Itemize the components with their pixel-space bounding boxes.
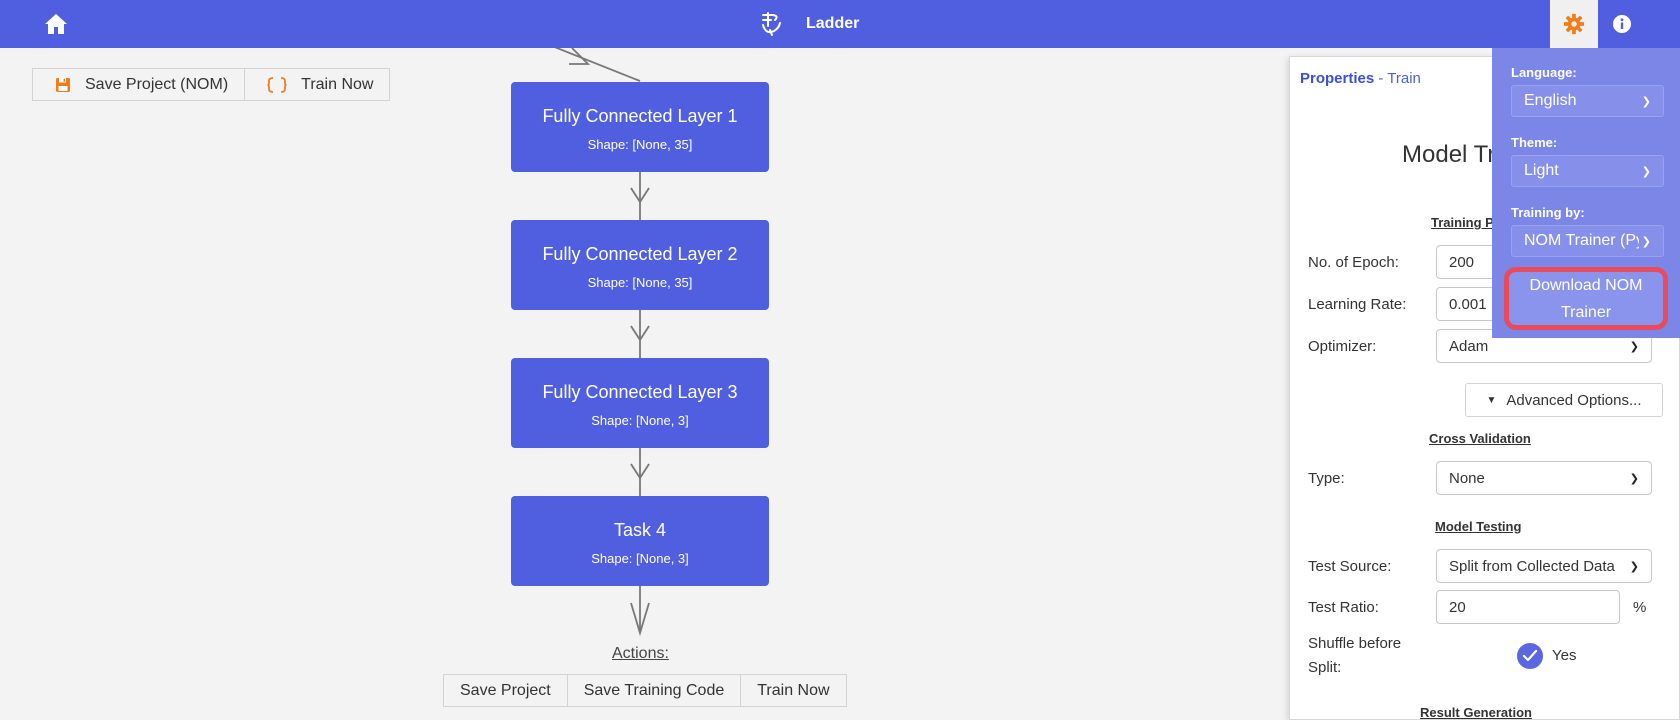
ladder-logo-icon [762, 12, 781, 36]
section-result-generation: Result Generation [1420, 705, 1532, 720]
chevron-down-icon: ❯ [1641, 95, 1651, 108]
section-model-testing: Model Testing [1435, 519, 1522, 534]
test-source-label: Test Source: [1308, 558, 1392, 575]
node-shape: Shape: [None, 35] [587, 275, 693, 290]
home-icon [45, 14, 67, 34]
settings-dropdown: Language: English ❯ Theme: Light ❯ Train… [1492, 48, 1680, 338]
shuffle-label-line-2: Split: [1308, 659, 1342, 676]
save-training-code-button[interactable]: Save Training Code [567, 674, 742, 707]
shuffle-label-line-1: Shuffle before [1308, 635, 1402, 652]
actions-label: Actions: [612, 645, 669, 662]
train-now-button[interactable]: Train Now [741, 674, 847, 707]
info-button[interactable] [1598, 0, 1646, 48]
training-by-select[interactable]: NOM Trainer (Python) ❯ [1511, 225, 1664, 257]
optimizer-label: Optimizer: [1308, 338, 1377, 355]
train-now-toolbar-button[interactable]: Train Now [245, 68, 391, 101]
properties-header-sublabel: Train [1387, 70, 1421, 87]
training-by-value: NOM Trainer (Python) [1524, 232, 1639, 249]
epoch-label: No. of Epoch: [1308, 254, 1399, 271]
top-bar: Ladder [0, 0, 1680, 48]
caret-down-icon: ▼ [1486, 394, 1497, 406]
language-select[interactable]: English ❯ [1511, 85, 1664, 117]
shuffle-value: Yes [1552, 647, 1577, 664]
edge-in-arrow [569, 48, 591, 65]
edge-in [554, 48, 641, 82]
theme-select[interactable]: Light ❯ [1511, 155, 1664, 187]
download-nom-trainer-button[interactable]: Download NOM Trainer [1504, 267, 1668, 330]
chevron-down-icon: ❯ [1629, 560, 1639, 573]
gear-icon [1563, 13, 1585, 35]
test-ratio-input[interactable]: 20 [1436, 590, 1620, 624]
code-braces-icon [267, 76, 287, 93]
save-project-button[interactable]: Save Project [443, 674, 568, 707]
save-project-nom-label: Save Project (NOM) [85, 75, 229, 93]
arrow-out [630, 602, 650, 637]
theme-label: Theme: [1511, 135, 1558, 150]
node-fully-connected-layer-1[interactable]: Fully Connected Layer 1 Shape: [None, 35… [511, 82, 769, 172]
test-ratio-unit: % [1633, 599, 1647, 616]
optimizer-value: Adam [1449, 337, 1489, 355]
home-button[interactable] [44, 13, 70, 35]
properties-header-label: Properties [1300, 70, 1375, 87]
test-ratio-label: Test Ratio: [1308, 599, 1379, 616]
section-cross-validation: Cross Validation [1429, 431, 1531, 446]
settings-button[interactable] [1550, 0, 1598, 48]
chevron-down-icon: ❯ [1629, 340, 1639, 353]
train-now-toolbar-label: Train Now [301, 75, 374, 93]
advanced-options-button[interactable]: ▼ Advanced Options... [1465, 383, 1663, 417]
chevron-down-icon: ❯ [1629, 472, 1639, 485]
test-source-select[interactable]: Split from Collected Data ❯ [1436, 549, 1652, 583]
app-title: Ladder [806, 15, 860, 32]
shuffle-checkbox[interactable] [1517, 643, 1543, 669]
arrow-1-2 [630, 187, 650, 204]
node-title: Task 4 [613, 520, 667, 540]
node-shape: Shape: [None, 3] [591, 413, 689, 428]
arrow-2-3 [630, 325, 650, 342]
save-project-nom-button[interactable]: Save Project (NOM) [32, 68, 246, 101]
node-title: Fully Connected Layer 1 [542, 106, 738, 126]
training-by-label: Training by: [1511, 205, 1585, 220]
brand: Ladder [760, 10, 859, 38]
node-fully-connected-layer-3[interactable]: Fully Connected Layer 3 Shape: [None, 3] [511, 358, 769, 448]
node-shape: Shape: [None, 35] [587, 137, 693, 152]
test-source-value: Split from Collected Data [1449, 557, 1615, 575]
floppy-disk-icon [55, 77, 71, 93]
node-title: Fully Connected Layer 2 [542, 244, 738, 264]
cv-type-label: Type: [1308, 470, 1345, 487]
actions-bar: Save Project Save Training Code Train No… [443, 674, 847, 707]
node-title: Fully Connected Layer 3 [542, 382, 738, 402]
cv-type-select[interactable]: None ❯ [1436, 461, 1652, 495]
checkmark-icon [1522, 649, 1538, 662]
learning-rate-label: Learning Rate: [1308, 296, 1407, 313]
properties-header: Properties - Train [1300, 70, 1421, 87]
toolbar: Save Project (NOM) Train Now [32, 68, 391, 101]
advanced-options-label: Advanced Options... [1506, 391, 1642, 409]
chevron-down-icon: ❯ [1641, 165, 1651, 178]
cv-type-value: None [1449, 469, 1485, 487]
node-shape: Shape: [None, 3] [591, 551, 689, 566]
language-value: English [1524, 92, 1577, 109]
chevron-down-icon: ❯ [1641, 235, 1651, 248]
node-fully-connected-layer-2[interactable]: Fully Connected Layer 2 Shape: [None, 35… [511, 220, 769, 310]
language-label: Language: [1511, 65, 1577, 80]
properties-header-separator: - [1378, 70, 1384, 87]
arrow-3-4 [630, 463, 650, 480]
node-task-4[interactable]: Task 4 Shape: [None, 3] [511, 496, 769, 586]
info-icon [1613, 15, 1631, 33]
theme-value: Light [1524, 162, 1559, 179]
